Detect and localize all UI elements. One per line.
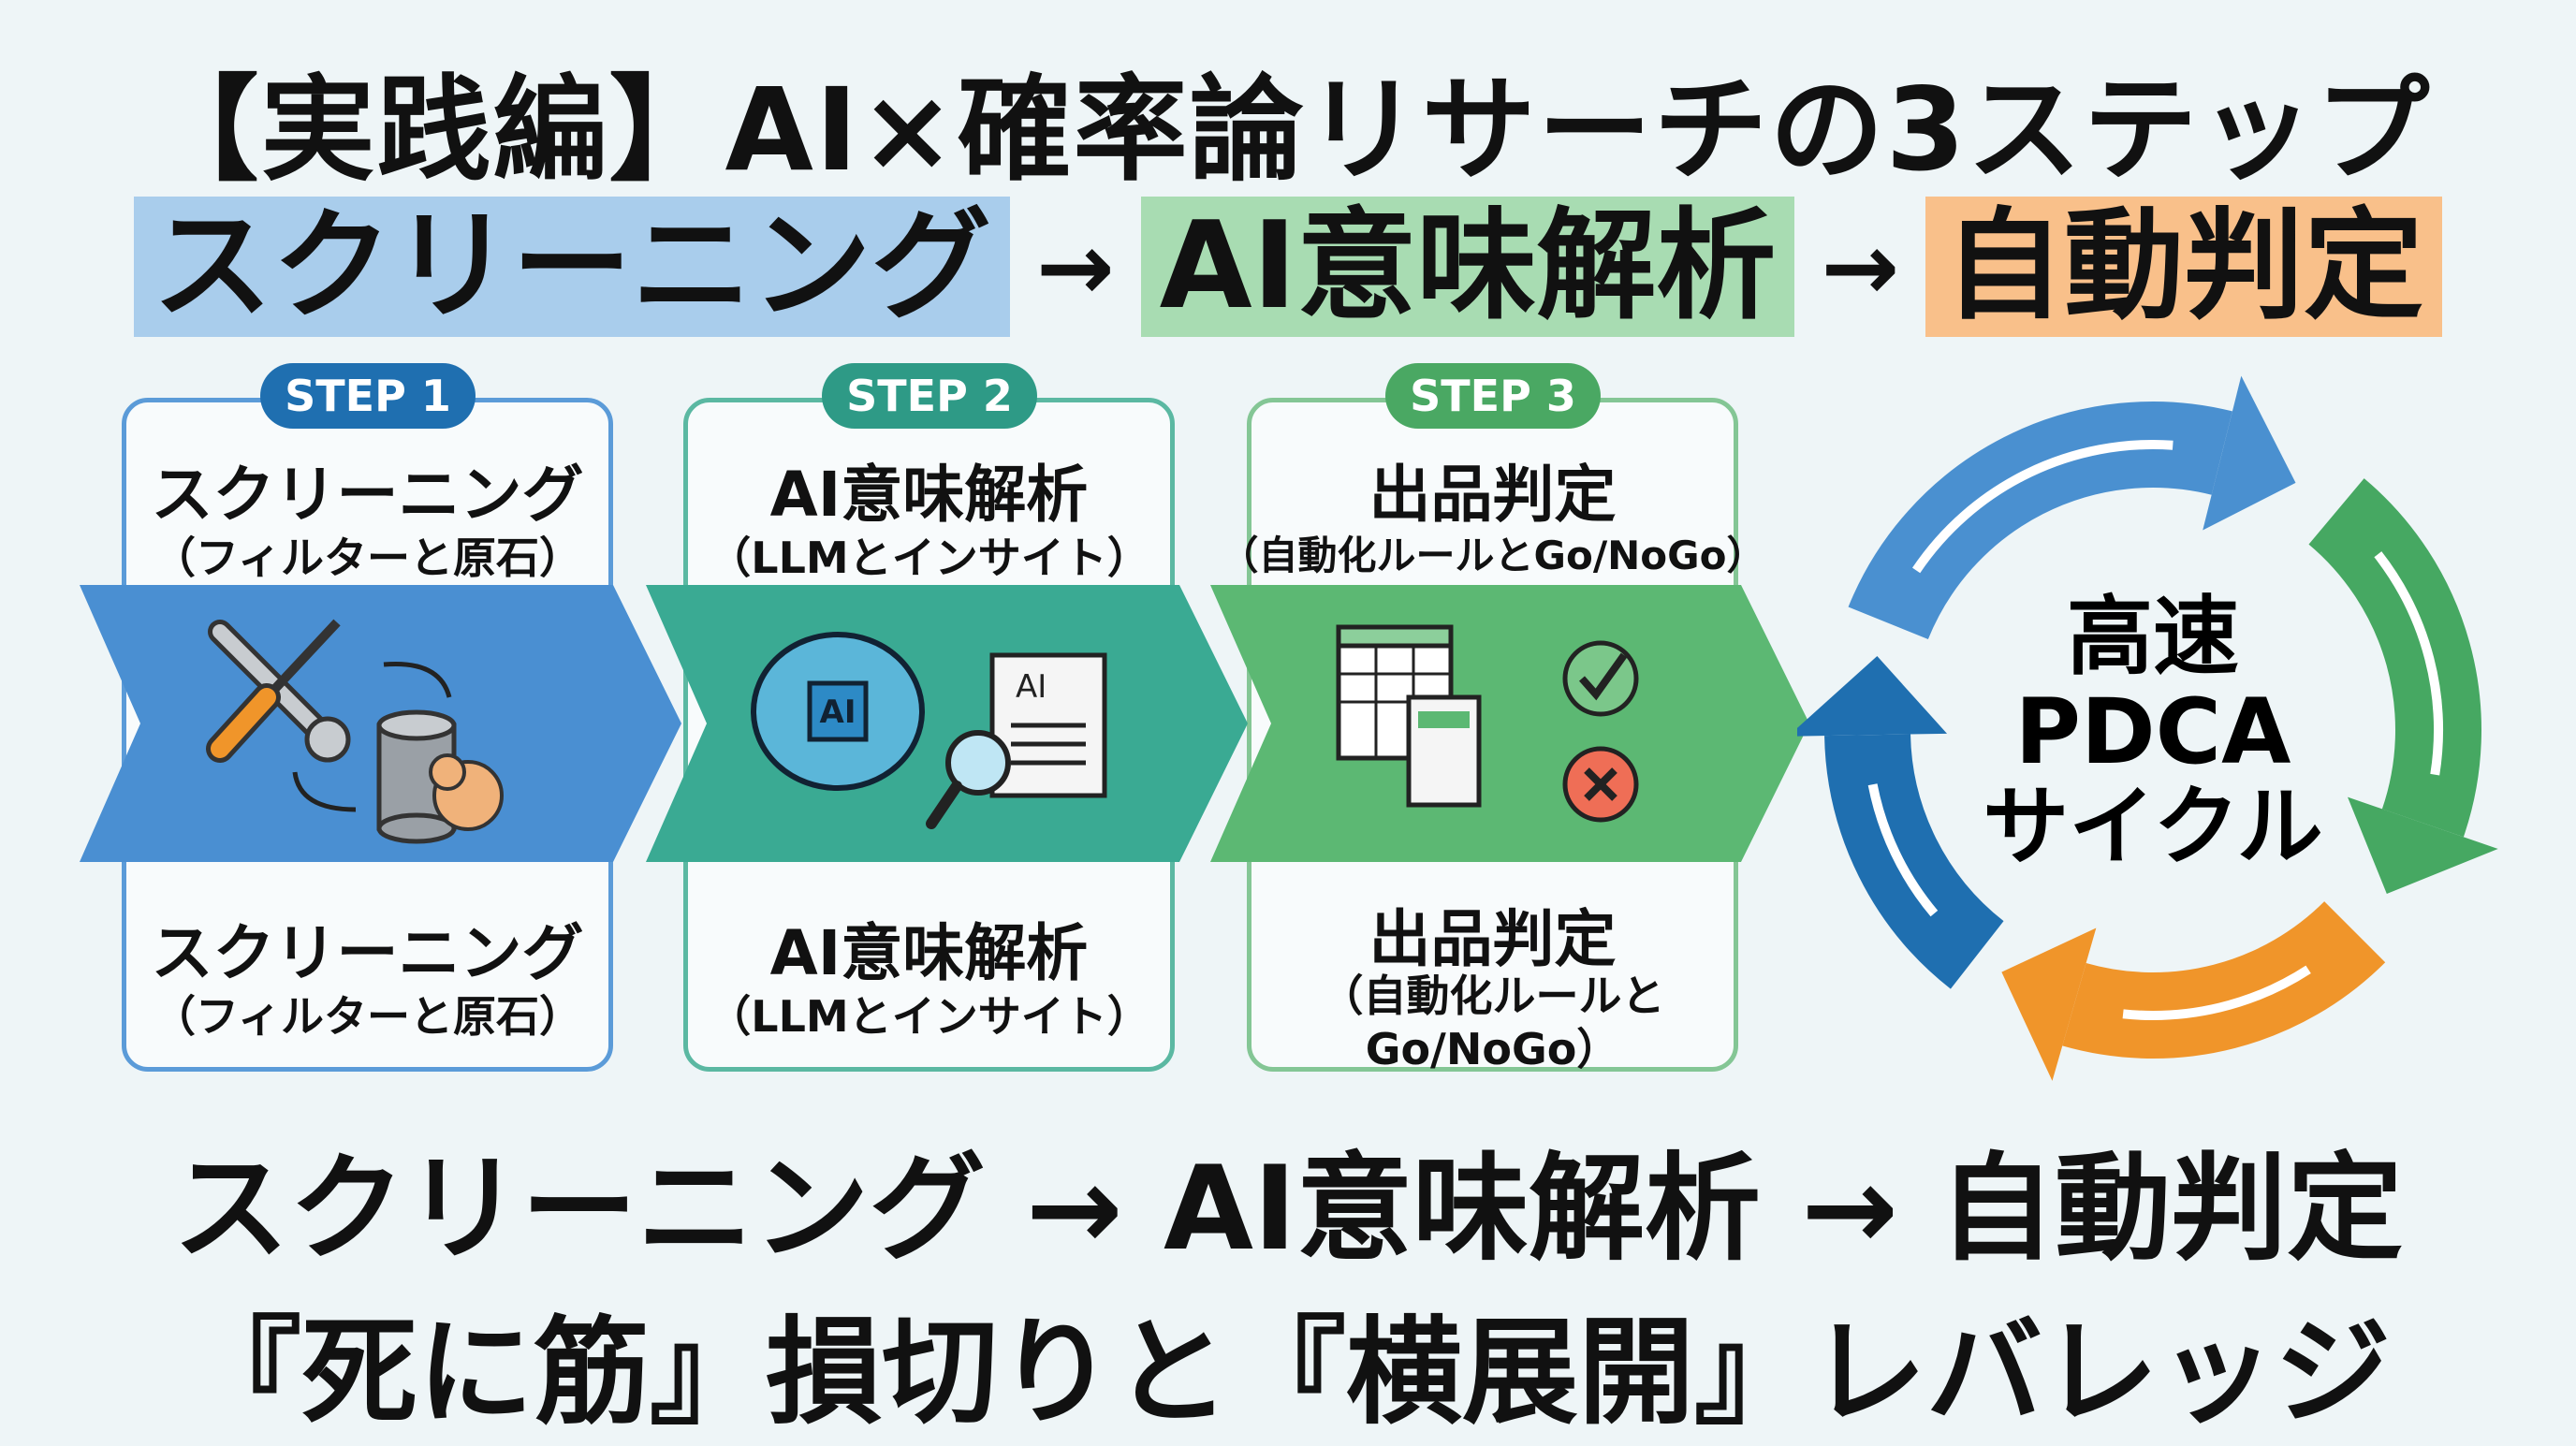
do-arrow-inner-line (2374, 551, 2443, 776)
step-badge-2: STEP 2 (822, 363, 1037, 429)
document-magnifier-icon: AI (926, 652, 1107, 829)
check-arrow-inner-line (2122, 965, 2311, 1020)
act-arrow-head (1797, 656, 1948, 737)
x-circle-icon (1562, 746, 1639, 823)
step-bottom-title: スクリーニング (151, 917, 584, 989)
cycle-arrow-icon (292, 771, 357, 812)
act-arrow (1824, 733, 2005, 989)
step-title: スクリーニング (151, 459, 584, 531)
step-title: AI意味解析 (769, 459, 1089, 531)
ai-brain-icon: AI (751, 632, 925, 791)
step-subtitle: （自動化ルールとGo/NoGo） (1219, 533, 1766, 578)
plan-arrow-head (2203, 375, 2296, 531)
spreadsheet-icon (1336, 624, 1482, 808)
do-arrow-head (2348, 796, 2498, 894)
step-bottom-title: AI意味解析 (769, 917, 1089, 989)
flow-step-screening: スクリーニング (133, 197, 1010, 337)
arrow-right-icon: → (1821, 212, 1900, 322)
pdca-cycle-diagram: 高速 PDCA サイクル (1797, 375, 2498, 1081)
act-arrow-inner-line (1867, 783, 1939, 917)
cycle-arrow-icon (383, 661, 452, 698)
wrench-screwdriver-icon (206, 619, 351, 763)
step-bottom-title: 出品判定 (1368, 903, 1617, 975)
step-bottom-subtitle: （自動化ルールと (1320, 971, 1665, 1021)
check-circle-icon (1562, 640, 1639, 717)
step-title: 出品判定 (1368, 459, 1617, 531)
arrow-right-icon: → (1035, 212, 1115, 322)
summary-line-2: 『死に筋』損切りと『横展開』レバレッジ (184, 1306, 2391, 1440)
step-subtitle: （フィルターと原石） (152, 533, 583, 583)
check-arrow-head (2001, 927, 2097, 1081)
step-badge-3: STEP 3 (1385, 363, 1601, 429)
check-arrow (2062, 900, 2386, 1059)
doc-ai-label: AI (1016, 668, 1046, 706)
step-bottom-subtitle-2: Go/NoGo） (1365, 1024, 1620, 1074)
step-bottom-subtitle: （LLMとインサイト） (708, 991, 1150, 1042)
brain-ai-label: AI (820, 694, 856, 731)
ore-nugget-icon (429, 753, 504, 831)
chevron-band-3 (1210, 585, 1809, 862)
page-title: 【実践編】AI×確率論リサーチの3ステップ (144, 64, 2432, 197)
cycle-label-line2: PDCA (2015, 679, 2291, 784)
cycle-label-line3: サイクル (1983, 777, 2322, 877)
summary-line-1: スクリーニング → AI意味解析 → 自動判定 (172, 1142, 2404, 1277)
chevron-band-2 (646, 585, 1248, 862)
cycle-label-line1: 高速 (2067, 587, 2239, 687)
flow-summary: スクリーニング → AI意味解析 → 自動判定 (0, 192, 2576, 342)
step-bottom-subtitle: （フィルターと原石） (152, 991, 583, 1042)
plan-arrow-inner-line (1912, 440, 2174, 574)
step-subtitle: （LLMとインサイト） (708, 533, 1150, 583)
flow-step-auto-judge: 自動判定 (1925, 197, 2443, 337)
step-badge-1: STEP 1 (260, 363, 476, 429)
do-arrow (2307, 478, 2481, 838)
flow-step-ai-analysis: AI意味解析 (1140, 197, 1795, 337)
